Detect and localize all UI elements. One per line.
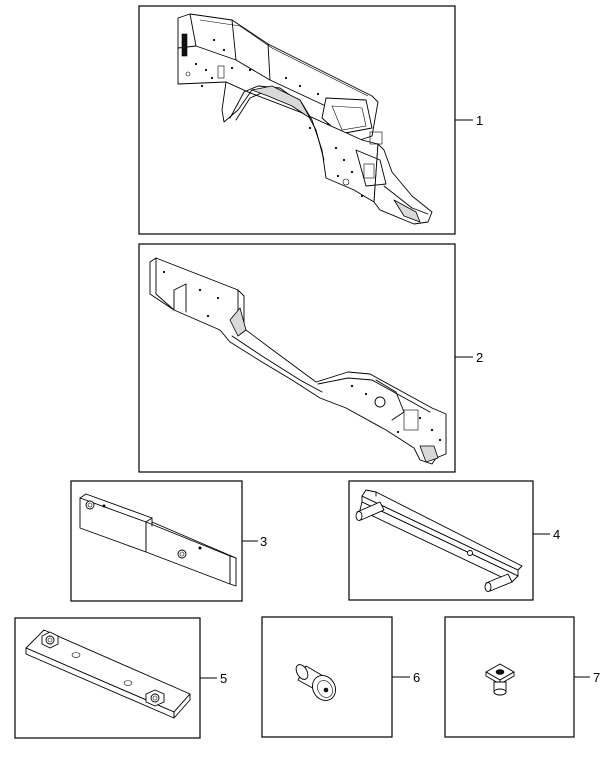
part-4-callout: 4 [553, 527, 560, 542]
part-2-callout: 2 [476, 350, 483, 365]
part-6-callout: 6 [413, 670, 420, 685]
part-4-stud-plate-illustration [355, 489, 523, 592]
part-2-group[interactable]: 2 [138, 243, 483, 473]
part-5-callout: 5 [220, 671, 227, 686]
part-3-callout: 3 [260, 534, 267, 549]
part-2-inner-panel-illustration [149, 257, 447, 465]
part-3-group[interactable]: 3 [70, 480, 267, 602]
part-7-clip-nut-illustration [485, 663, 515, 696]
part-6-group[interactable]: 6 [261, 616, 420, 738]
part-4-group[interactable]: 4 [348, 480, 560, 601]
part-7-group[interactable]: 7 [444, 616, 600, 738]
part-1-side-panel-illustration [177, 13, 433, 225]
part-6-rivet-illustration [295, 664, 336, 701]
part-1-callout: 1 [476, 113, 483, 128]
part-5-nut-plate-illustration [25, 629, 191, 719]
part-5-group[interactable]: 5 [14, 617, 227, 739]
part-1-group[interactable]: 1 [138, 5, 483, 235]
part-7-callout: 7 [593, 670, 600, 685]
part-3-spacer-plate-illustration [79, 493, 237, 587]
